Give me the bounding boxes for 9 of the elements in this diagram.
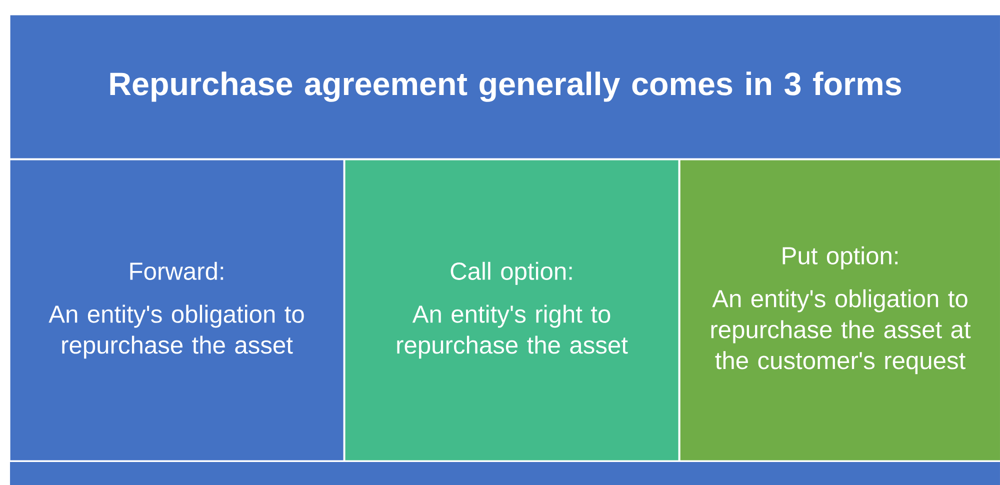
column-box (680, 160, 1000, 460)
title-text: Repurchase agreement generally comes in 3 forms (110, 72, 902, 102)
column-box (345, 160, 678, 460)
column-heading: Put option: (782, 246, 898, 270)
column-text: An entity's obligation to repurchase the asset at the customer's request (711, 289, 971, 374)
column-heading: Call option: (450, 262, 572, 285)
column-heading: Forward: (130, 262, 224, 280)
column-text: An entity's obligation to repurchase the asset (48, 304, 304, 359)
column-text: An entity's right to repurchase the asset (397, 304, 628, 359)
